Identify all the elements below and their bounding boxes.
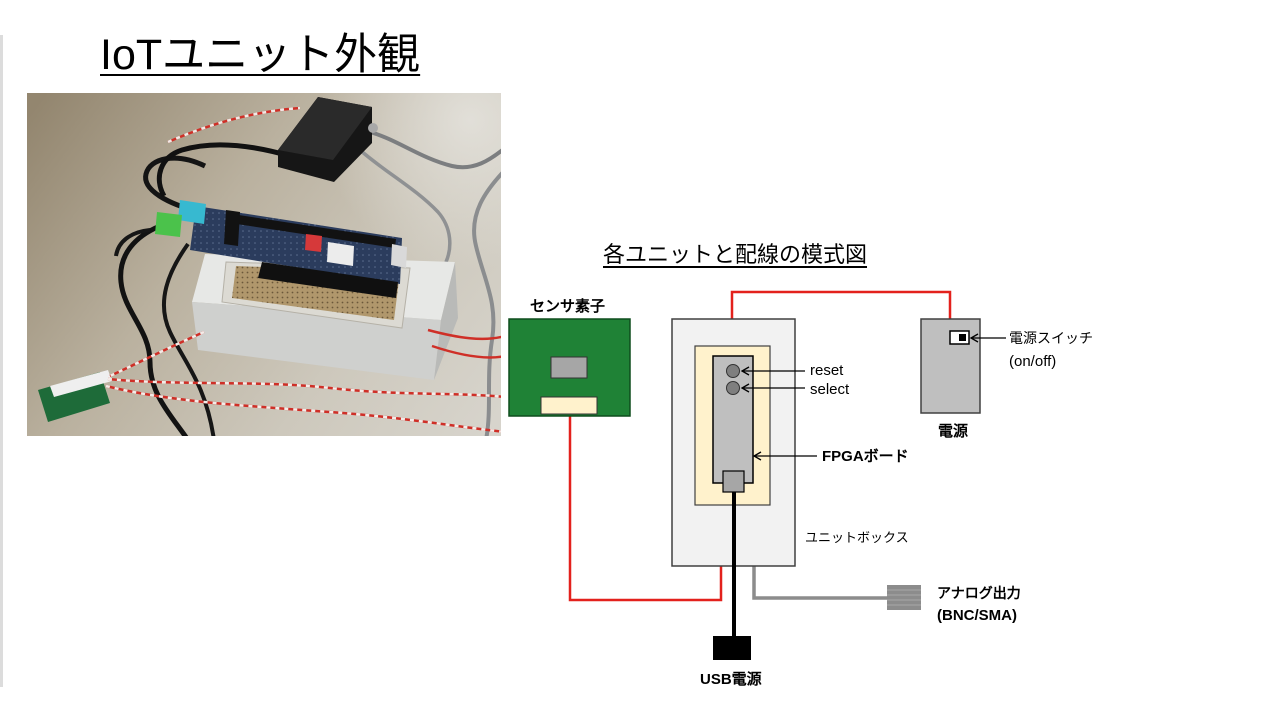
photo-sensor-connector (50, 370, 112, 397)
fpga-board-arrowhead-icon (752, 451, 762, 461)
photo-black-cable-center-down (161, 242, 216, 436)
usb-power-adapter (713, 636, 751, 660)
photo-pin-header-top (230, 214, 396, 248)
fpga-usb-connector (722, 470, 745, 493)
photo-red-wire-bottom-1-twist (107, 377, 501, 398)
photo-usb-port (391, 244, 407, 268)
photo-gray-cable-3 (358, 148, 452, 263)
analog-output-connector-label: (BNC/SMA) (937, 607, 1017, 624)
fpga-board-label: FPGAボード (822, 448, 909, 465)
photo-black-cable-left-down (118, 223, 189, 436)
photo-battery-connector (368, 123, 378, 133)
photo-red-wire-bottom-2-twist (105, 384, 501, 433)
analog-output-label: アナログ出力 (937, 585, 1021, 601)
photo-red-wire-top-twist (167, 106, 301, 144)
analog-output-connector-body (887, 585, 921, 610)
photo-red-wire-right-1 (427, 328, 501, 341)
photo-red-wire-left-twist (109, 330, 205, 378)
photo-black-cable-battery (156, 142, 291, 198)
photo-red-component (305, 234, 322, 252)
sensor-element-label: センサ素子 (530, 297, 605, 315)
reset-button (726, 364, 740, 378)
slide-title: IoTユニット外観 (100, 31, 421, 79)
sensor-chip (550, 356, 588, 379)
photo-green-connector (155, 212, 182, 237)
select-button (726, 381, 740, 395)
reset-label: reset (810, 362, 844, 379)
photo-black-cable-loop (143, 155, 207, 215)
slide-left-edge (0, 35, 3, 687)
red-wire-sensor-to-unit (568, 413, 723, 602)
photo-cyan-connector (178, 200, 206, 224)
power-switch-label: 電源スイッチ (1009, 330, 1093, 346)
photo-red-wire-right-2 (431, 344, 501, 359)
photo-battery-box-lid (278, 97, 372, 160)
sensor-connector (540, 396, 598, 415)
unit-box-label: ユニットボックス (805, 530, 909, 545)
red-wire-unit-to-power (730, 290, 952, 319)
reset-arrowhead-icon (740, 366, 750, 376)
select-label: select (810, 381, 850, 398)
select-arrowhead-icon (740, 383, 750, 393)
analog-output-cable (752, 566, 888, 600)
usb-power-label: USB電源 (700, 670, 762, 688)
sensor-element (508, 318, 631, 417)
photo-pin-header-left (224, 210, 240, 246)
wiring-schematic-diagram: センサ素子 reset select FPGAボード ユニットボックス 電源スイ… (508, 290, 1093, 688)
photo-white-label-chip (327, 242, 354, 266)
diagram-title: 各ユニットと配線の模式図 (603, 242, 868, 267)
photo-unit-box-side (434, 262, 458, 380)
power-supply (920, 318, 981, 414)
photo-pin-header-bottom (258, 262, 398, 298)
power-switch-states-label: (on/off) (1009, 353, 1056, 370)
photo-black-cable-short (114, 228, 151, 257)
photo-gray-cable-1 (368, 130, 501, 170)
analog-output-connector (887, 585, 921, 610)
iot-unit-photo (27, 93, 501, 436)
power-switch-arrowhead-icon (969, 333, 979, 343)
photo-content (27, 93, 501, 436)
power-supply-label: 電源 (938, 422, 968, 440)
power-switch-knob (959, 334, 966, 341)
